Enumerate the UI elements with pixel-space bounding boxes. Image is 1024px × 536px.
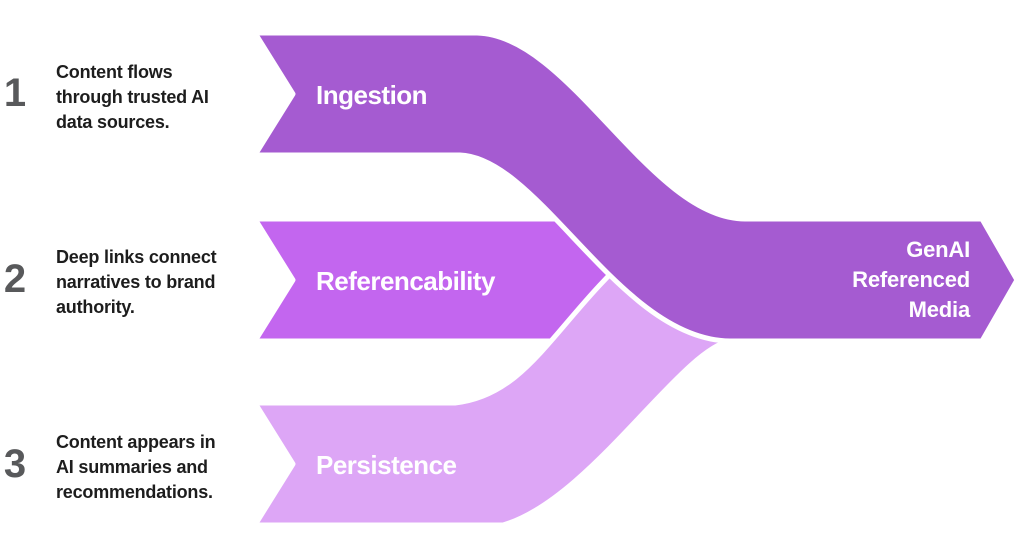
step-3-description-line: AI summaries and xyxy=(56,457,208,477)
output-label-line: Referenced xyxy=(852,267,970,292)
step-3-description-line: recommendations. xyxy=(56,482,213,502)
step-2-description-line: authority. xyxy=(56,297,135,317)
output-label-line: GenAI xyxy=(906,237,970,262)
step-1-description-line: through trusted AI xyxy=(56,87,209,107)
step-1-description: Content flows through trusted AI data so… xyxy=(56,60,246,135)
step-2-number: 2 xyxy=(3,257,27,301)
step-2-description: Deep links connect narratives to brand a… xyxy=(56,245,246,320)
persistence-band-label: Persistence xyxy=(316,450,457,480)
referencability-band-label: Referencability xyxy=(316,266,495,296)
step-2-description-line: narratives to brand xyxy=(56,272,216,292)
step-1-number: 1 xyxy=(3,71,27,115)
step-3-number: 3 xyxy=(3,442,27,486)
step-3-description-line: Content appears in xyxy=(56,432,216,452)
step-3-description: Content appears in AI summaries and reco… xyxy=(56,430,246,505)
step-1-description-line: data sources. xyxy=(56,112,170,132)
ingestion-and-output-arrow-band xyxy=(252,30,1020,344)
step-2-description-line: Deep links connect xyxy=(56,247,217,267)
ingestion-band-label: Ingestion xyxy=(316,80,428,110)
output-label-line: Media xyxy=(908,297,971,322)
genai-referenced-media-label: GenAI Referenced Media xyxy=(720,235,970,325)
step-1-description-line: Content flows xyxy=(56,62,173,82)
